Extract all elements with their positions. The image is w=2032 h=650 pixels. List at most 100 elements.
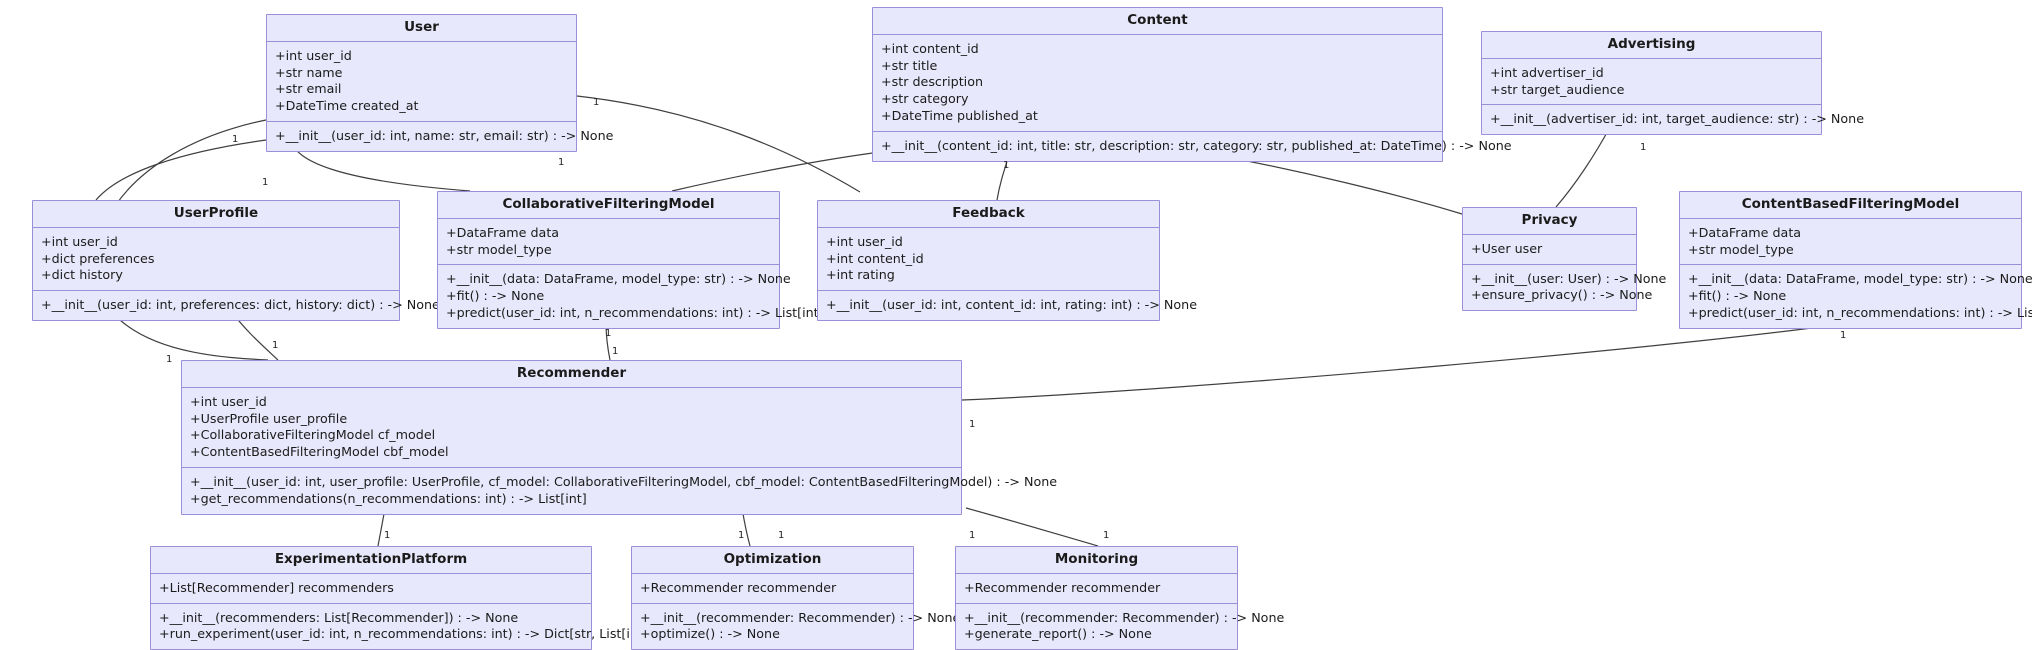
class-title-feedback: Feedback [818,201,1159,228]
multiplicity-label: 1 [593,97,600,108]
class-methods-experimentationplatform: +__init__(recommenders: List[Recommender… [151,604,653,650]
class-methods-optimization: +__init__(recommender: Recommender) : ->… [632,604,961,650]
class-box-user[interactable]: User +int user_id +str name +str email +… [266,14,614,152]
class-attributes-collaborativefilteringmodel: +DataFrame data +str model_type [438,219,779,266]
method-row: +__init__(data: DataFrame, model_type: s… [446,271,791,287]
edge-content-cfmodel [671,151,881,192]
method-row: +get_recommendations(n_recommendations: … [190,490,587,506]
method-row: +__init__(recommender: Recommender) : ->… [964,609,1285,625]
class-box-experimentationplatform[interactable]: ExperimentationPlatform +List[Recommende… [150,546,653,650]
class-box-contentbasedfilteringmodel[interactable]: ContentBasedFilteringModel +DataFrame da… [1679,191,2032,329]
attribute-row: +DataFrame data [446,224,560,240]
attribute-row: +int user_id [826,233,903,249]
class-methods-privacy: +__init__(user: User) : -> None +ensure_… [1463,265,1667,311]
attribute-row: +str name [275,64,343,80]
method-row: +fit() : -> None [446,288,545,304]
multiplicity-label: 1 [969,419,976,430]
edge-user-userprofile [95,139,267,201]
method-row: +__init__(user_id: int, content_id: int,… [826,297,1198,313]
method-row: +__init__(recommenders: List[Recommender… [159,609,519,625]
method-row: +__init__(user_id: int, preferences: dic… [41,297,440,313]
class-attributes-feedback: +int user_id +int content_id +int rating [818,228,1159,292]
method-row: +__init__(data: DataFrame, model_type: s… [1688,271,2032,287]
class-title-experimentationplatform: ExperimentationPlatform [151,547,591,574]
method-row: +ensure_privacy() : -> None [1471,287,1653,303]
attribute-row: +str title [881,57,938,73]
class-title-userprofile: UserProfile [33,201,399,228]
class-title-optimization: Optimization [632,547,913,574]
multiplicity-label: 1 [969,530,976,541]
method-row: +__init__(content_id: int, title: str, d… [881,137,1512,153]
attribute-row: +str model_type [446,241,552,257]
class-methods-collaborativefilteringmodel: +__init__(data: DataFrame, model_type: s… [438,265,824,327]
attribute-row: +int user_id [275,47,352,63]
multiplicity-label: 1 [1840,330,1847,341]
edge-user-feedback [576,95,861,193]
class-methods-recommender: +__init__(user_id: int, user_profile: Us… [182,468,1058,514]
attribute-row: +DateTime created_at [275,98,419,114]
class-title-monitoring: Monitoring [956,547,1237,574]
method-row: +__init__(user: User) : -> None [1471,270,1667,286]
class-attributes-optimization: +Recommender recommender [632,574,913,604]
multiplicity-label: 1 [232,134,239,145]
class-box-userprofile[interactable]: UserProfile +int user_id +dict preferenc… [32,200,440,322]
class-methods-feedback: +__init__(user_id: int, content_id: int,… [818,291,1198,320]
method-row: +predict(user_id: int, n_recommendations… [1688,305,2032,321]
class-title-content: Content [873,8,1442,35]
method-row: +__init__(user_id: int, name: str, email… [275,128,614,144]
class-attributes-recommender: +int user_id +UserProfile user_profile +… [182,388,961,469]
class-methods-contentbasedfilteringmodel: +__init__(data: DataFrame, model_type: s… [1680,265,2032,327]
class-box-privacy[interactable]: Privacy +User user +__init__(user: User)… [1462,207,1667,312]
multiplicity-label: 1 [612,346,619,357]
multiplicity-label: 1 [1103,530,1110,541]
class-methods-userprofile: +__init__(user_id: int, preferences: dic… [33,291,440,320]
class-attributes-experimentationplatform: +List[Recommender] recommenders [151,574,591,604]
class-box-monitoring[interactable]: Monitoring +Recommender recommender +__i… [955,546,1285,650]
method-row: +__init__(recommender: Recommender) : ->… [640,609,961,625]
class-box-optimization[interactable]: Optimization +Recommender recommender +_… [631,546,961,650]
attribute-row: +Recommender recommender [964,579,1161,595]
attribute-row: +dict preferences [41,250,155,266]
class-box-feedback[interactable]: Feedback +int user_id +int content_id +i… [817,200,1198,322]
attribute-row: +DateTime published_at [881,108,1038,124]
attribute-row: +Recommender recommender [640,579,837,595]
class-box-content[interactable]: Content +int content_id +str title +str … [872,7,1512,162]
class-attributes-advertising: +int advertiser_id +str target_audience [1482,59,1821,106]
class-title-advertising: Advertising [1482,32,1821,59]
attribute-row: +UserProfile user_profile [190,410,348,426]
class-methods-advertising: +__init__(advertiser_id: int, target_aud… [1482,105,1864,134]
attribute-row: +str description [881,74,984,90]
method-row: +generate_report() : -> None [964,626,1152,642]
edge-advertising-privacy [1555,126,1611,208]
edge-cbfmodel-recommender [961,322,1849,401]
attribute-row: +int user_id [41,233,118,249]
attribute-row: +int rating [826,267,895,283]
edge-recommender-monitoring [965,507,1099,547]
class-attributes-user: +int user_id +str name +str email +DateT… [267,42,576,123]
class-attributes-content: +int content_id +str title +str descript… [873,35,1442,132]
class-title-user: User [267,15,576,42]
attribute-row: +dict history [41,267,123,283]
method-row: +__init__(user_id: int, user_profile: Us… [190,474,1058,490]
attribute-row: +int user_id [190,393,267,409]
class-box-collaborativefilteringmodel[interactable]: CollaborativeFilteringModel +DataFrame d… [437,191,824,329]
multiplicity-label: 1 [272,340,279,351]
attribute-row: +ContentBasedFilteringModel cbf_model [190,444,449,460]
attribute-row: +int content_id [881,40,979,56]
class-title-recommender: Recommender [182,361,961,388]
attribute-row: +DataFrame data [1688,224,1802,240]
multiplicity-label: 1 [1640,142,1647,153]
attribute-row: +int advertiser_id [1490,64,1604,80]
attribute-row: +str category [881,91,969,107]
class-attributes-contentbasedfilteringmodel: +DataFrame data +str model_type [1680,219,2021,266]
multiplicity-label: 1 [778,530,785,541]
attribute-row: +CollaborativeFilteringModel cf_model [190,427,436,443]
class-box-advertising[interactable]: Advertising +int advertiser_id +str targ… [1481,31,1864,136]
multiplicity-label: 1 [605,328,612,339]
attribute-row: +User user [1471,240,1543,256]
attribute-row: +str model_type [1688,241,1794,257]
class-attributes-monitoring: +Recommender recommender [956,574,1237,604]
attribute-row: +int content_id [826,250,924,266]
class-box-recommender[interactable]: Recommender +int user_id +UserProfile us… [181,360,1058,515]
